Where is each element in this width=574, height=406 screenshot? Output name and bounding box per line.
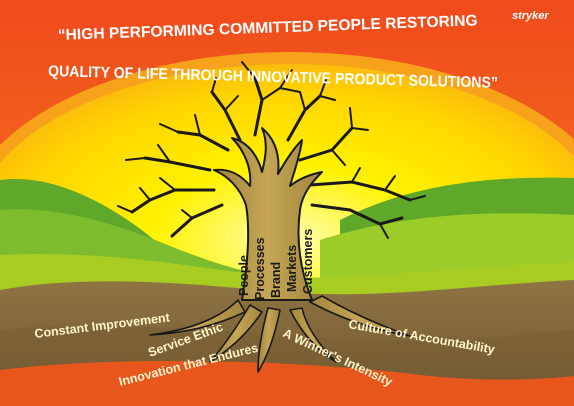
trunk-label-brand: Brand: [269, 262, 283, 298]
stryker-logo: stryker: [512, 10, 549, 22]
trunk-label-customers: Customers: [301, 229, 315, 294]
trunk-label-markets: Markets: [285, 245, 299, 292]
ground-orange-band: [0, 360, 574, 406]
trunk-label-people: People: [237, 255, 251, 296]
tree-trunk: [213, 127, 323, 301]
trunk-labels: People Processes Brand Markets Customers: [237, 229, 315, 300]
tree-twigs: [117, 61, 426, 239]
trunk-label-processes: Processes: [253, 237, 267, 300]
tree-roots: [149, 295, 411, 373]
